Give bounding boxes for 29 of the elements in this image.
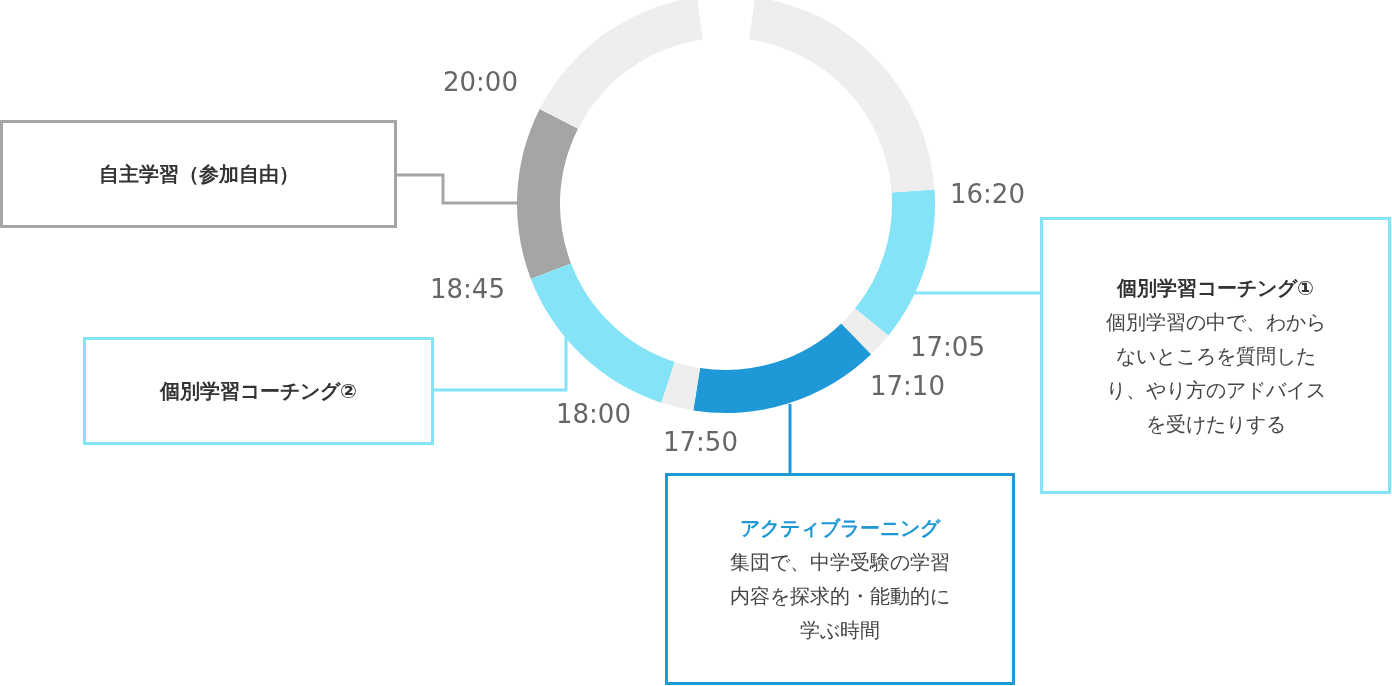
ring-segment	[693, 323, 872, 413]
ring-segment	[749, 0, 935, 193]
time-label: 16:20	[950, 178, 1025, 210]
time-label: 17:10	[870, 370, 945, 402]
ring-segment	[661, 361, 701, 411]
callout-description: 集団で、中学受験の学習内容を探求的・能動的に学ぶ時間	[729, 549, 951, 644]
time-label: 18:45	[430, 273, 505, 305]
leader-line	[915, 291, 1040, 295]
callout-heading: アクティブラーニング	[740, 515, 940, 542]
ring-segment	[539, 0, 703, 129]
time-label: 17:05	[910, 331, 985, 363]
callout-box	[0, 120, 397, 228]
time-label: 18:00	[556, 398, 631, 430]
ring-segment	[517, 109, 579, 279]
callout-heading: 個別学習コーチング①	[1117, 274, 1314, 302]
callout-heading: 個別学習コーチング②	[160, 378, 357, 405]
callout-box	[1040, 217, 1391, 494]
callout-heading: 自主学習（参加自由）	[98, 161, 299, 188]
ring-segment	[855, 189, 935, 336]
time-label: 17:50	[663, 426, 738, 458]
ring-segment	[530, 263, 675, 403]
callout-box	[83, 337, 434, 445]
time-label: 20:00	[443, 66, 518, 98]
leader-line	[434, 336, 568, 392]
leader-line	[397, 173, 518, 205]
callout-description: 個別学習の中で、わからないところを質問したり、やり方のアドバイスを受けたりする	[1104, 308, 1327, 438]
leader-line	[788, 404, 792, 473]
ring-segment	[841, 308, 889, 355]
callout-box	[665, 473, 1015, 685]
